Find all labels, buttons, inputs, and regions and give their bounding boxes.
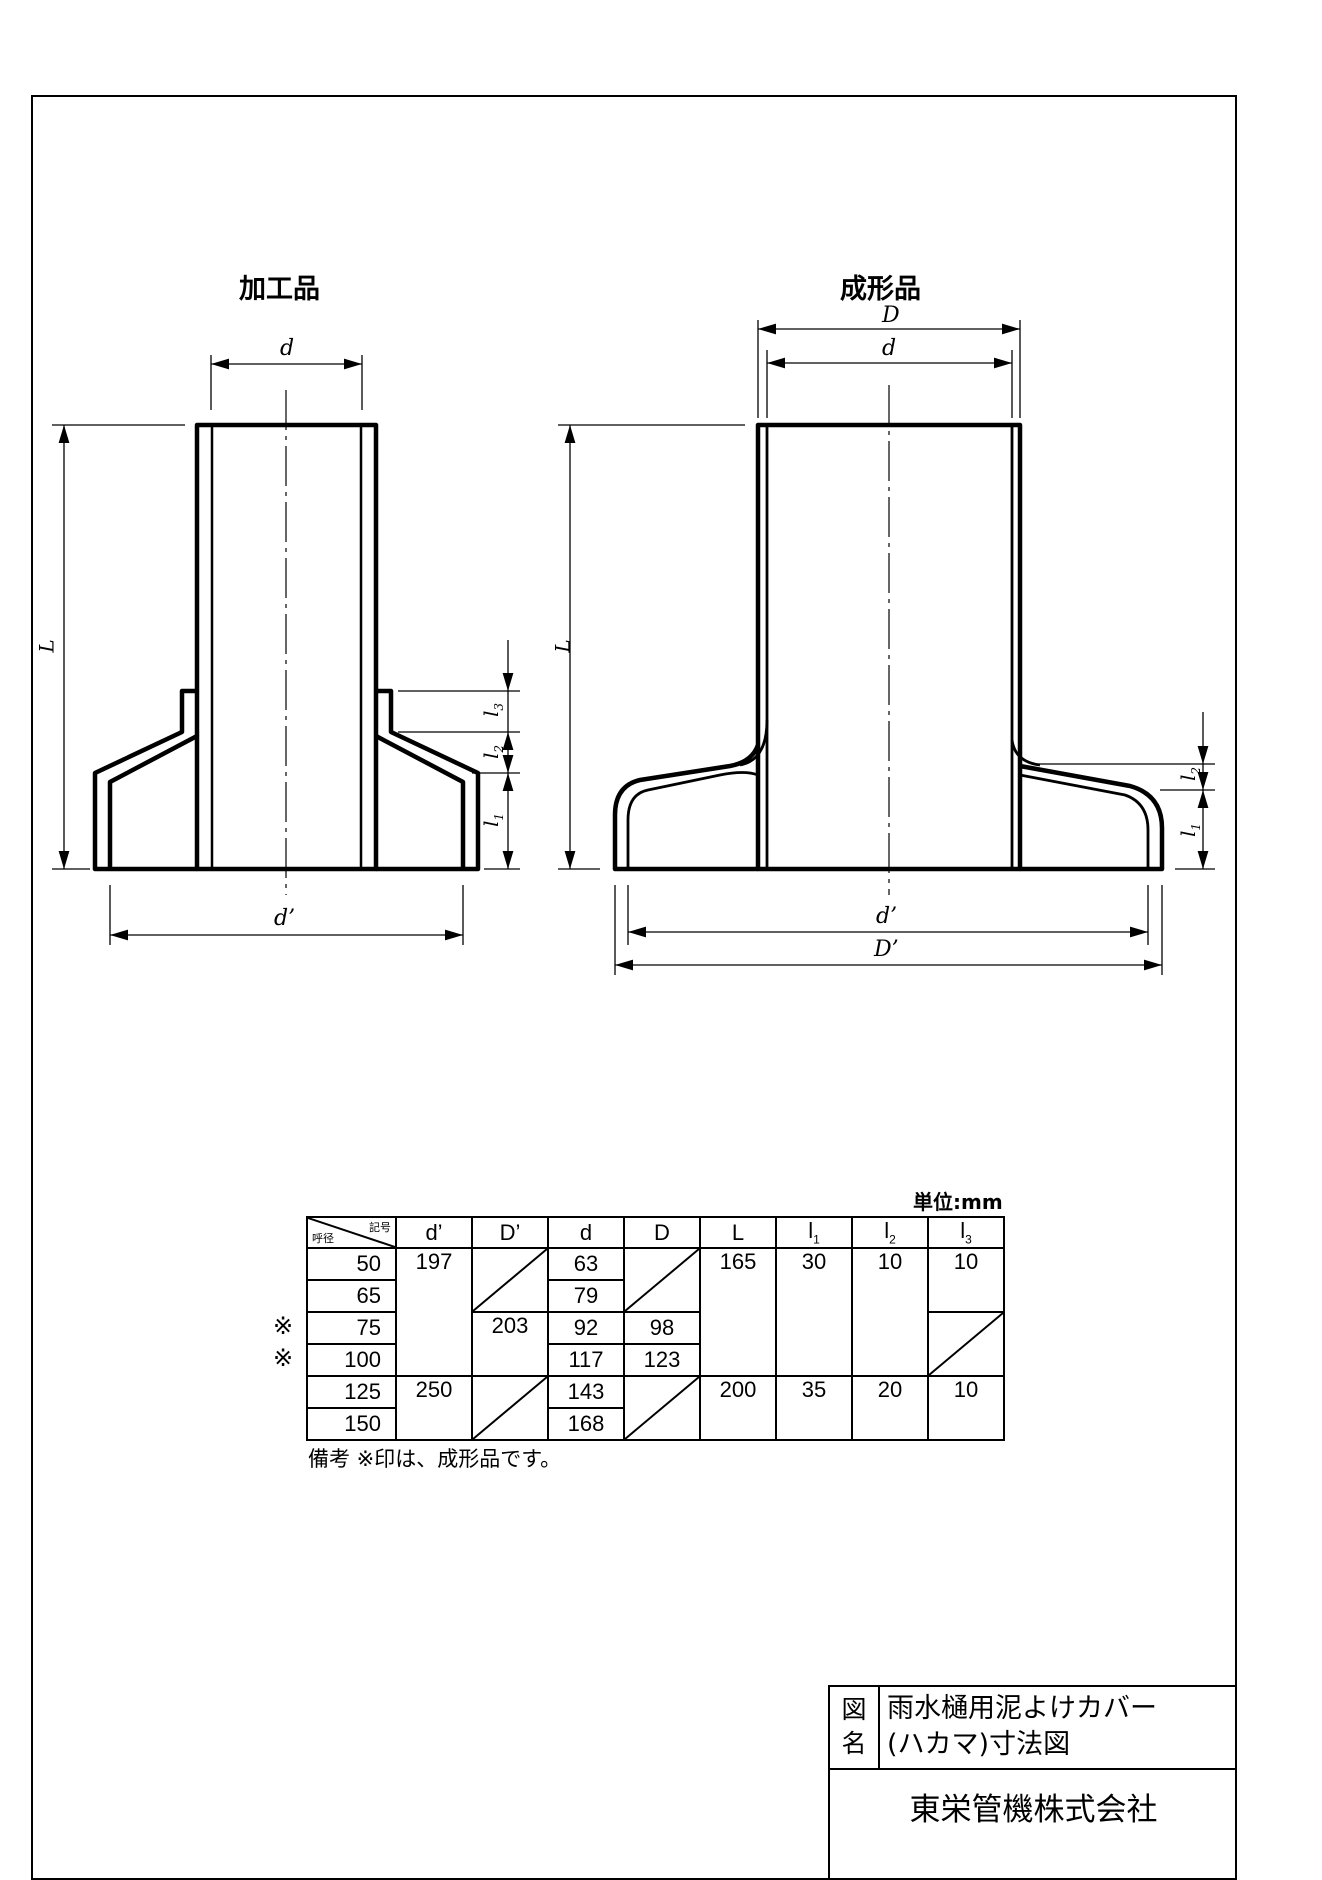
D-empty-cell (623, 1247, 701, 1313)
left-d-prime-dimension (109, 885, 464, 945)
header-d-prime: d’ (395, 1216, 473, 1249)
right-l1-label: l1 (1176, 822, 1204, 838)
d-prime-cell: 197 (395, 1247, 473, 1377)
size-cell: 75 (306, 1311, 397, 1345)
right-view-title: 成形品 (840, 274, 921, 305)
header-l3: l3 (927, 1216, 1005, 1249)
left-pipe-inner-walls (210, 425, 363, 869)
l3-cell: 10 (927, 1375, 1005, 1441)
D-empty-cell (623, 1375, 701, 1441)
right-d-label: d (882, 336, 897, 361)
right-D-dimension (757, 320, 1021, 418)
d-cell: 79 (547, 1279, 625, 1313)
right-d-prime-label: d’ (876, 904, 898, 929)
l3-cell: 10 (927, 1247, 1005, 1313)
header-d: d (547, 1216, 625, 1249)
D-cell: 98 (623, 1311, 701, 1345)
formed-mark-75: ※ (273, 1312, 294, 1340)
drawing-name-label: 図 名 (830, 1687, 880, 1768)
table-row: 150 168 (306, 1407, 1004, 1441)
right-D-label: D (882, 303, 900, 328)
right-l2-label: l2 (1176, 766, 1204, 782)
dimension-table: 記号 呼径 d’ D’ d D L l1 l2 l3 50 197 63 165… (306, 1216, 1005, 1441)
header-l2: l2 (851, 1216, 929, 1249)
D-prime-empty-cell (471, 1247, 549, 1313)
left-l-dimensions (398, 640, 520, 870)
d-prime-cell: 250 (395, 1375, 473, 1441)
d-cell: 168 (547, 1407, 625, 1441)
left-l3-label: l3 (479, 702, 507, 718)
D-prime-empty-cell (471, 1375, 549, 1441)
d-cell: 63 (547, 1247, 625, 1281)
formed-mark-100: ※ (273, 1344, 294, 1372)
l1-cell: 35 (775, 1375, 853, 1441)
size-cell: 65 (306, 1279, 397, 1313)
table-row: 50 197 63 165 30 10 10 (306, 1247, 1005, 1377)
table-row: 100 117 123 (306, 1343, 1004, 1377)
left-l1-label: l1 (479, 812, 507, 828)
l1-cell: 30 (775, 1247, 853, 1377)
left-L-dimension (52, 424, 185, 870)
left-l2-label: l2 (479, 744, 507, 760)
l2-cell: 10 (851, 1247, 929, 1377)
company-name: 東栄管機株式会社 (830, 1768, 1237, 1880)
d-cell: 92 (547, 1311, 625, 1345)
left-d-dimension (210, 355, 363, 410)
right-D-prime-label: D’ (874, 937, 899, 962)
right-l-dimensions (1035, 712, 1215, 870)
drawing-name: 雨水樋用泥よけカバー (ハカマ)寸法図 (887, 1693, 1157, 1760)
left-L-label: L (34, 639, 59, 653)
right-d-prime-dimensions (614, 885, 1163, 975)
table-header-row: 記号 呼径 d’ D’ d D L l1 l2 l3 (306, 1216, 1005, 1249)
size-cell: 100 (306, 1343, 397, 1377)
size-cell: 125 (306, 1375, 397, 1409)
left-view-title: 加工品 (239, 274, 320, 305)
header-L: L (699, 1216, 777, 1249)
header-l1: l1 (775, 1216, 853, 1249)
table-row: 65 79 (306, 1279, 1004, 1313)
D-cell: 123 (623, 1343, 701, 1377)
remark-note: 備考 ※印は、成形品です。 (308, 1447, 562, 1471)
table-row: 75 203 92 98 (306, 1311, 1005, 1377)
right-L-dimension (558, 424, 745, 870)
header-D-prime: D’ (471, 1216, 549, 1249)
D-prime-cell: 203 (471, 1311, 549, 1377)
size-cell: 50 (306, 1247, 397, 1281)
right-L-label: L (550, 639, 575, 653)
left-d-label: d (280, 336, 295, 361)
right-d-dimension (766, 350, 1013, 418)
unit-label: 単位:mm (913, 1190, 1003, 1214)
d-cell: 143 (547, 1375, 625, 1409)
left-d-prime-label: d’ (274, 906, 296, 931)
size-cell: 150 (306, 1407, 397, 1441)
L-cell: 200 (699, 1375, 777, 1441)
title-block: 図 名 雨水樋用泥よけカバー (ハカマ)寸法図 東栄管機株式会社 (828, 1685, 1237, 1880)
table-row: 125 250 143 200 35 20 10 (306, 1375, 1005, 1441)
table-corner-cell: 記号 呼径 (306, 1216, 397, 1249)
header-D: D (623, 1216, 701, 1249)
d-cell: 117 (547, 1343, 625, 1377)
L-cell: 165 (699, 1247, 777, 1377)
l2-cell: 20 (851, 1375, 929, 1441)
l3-empty-cell (927, 1311, 1005, 1377)
right-part-inner-lines (626, 425, 1150, 869)
